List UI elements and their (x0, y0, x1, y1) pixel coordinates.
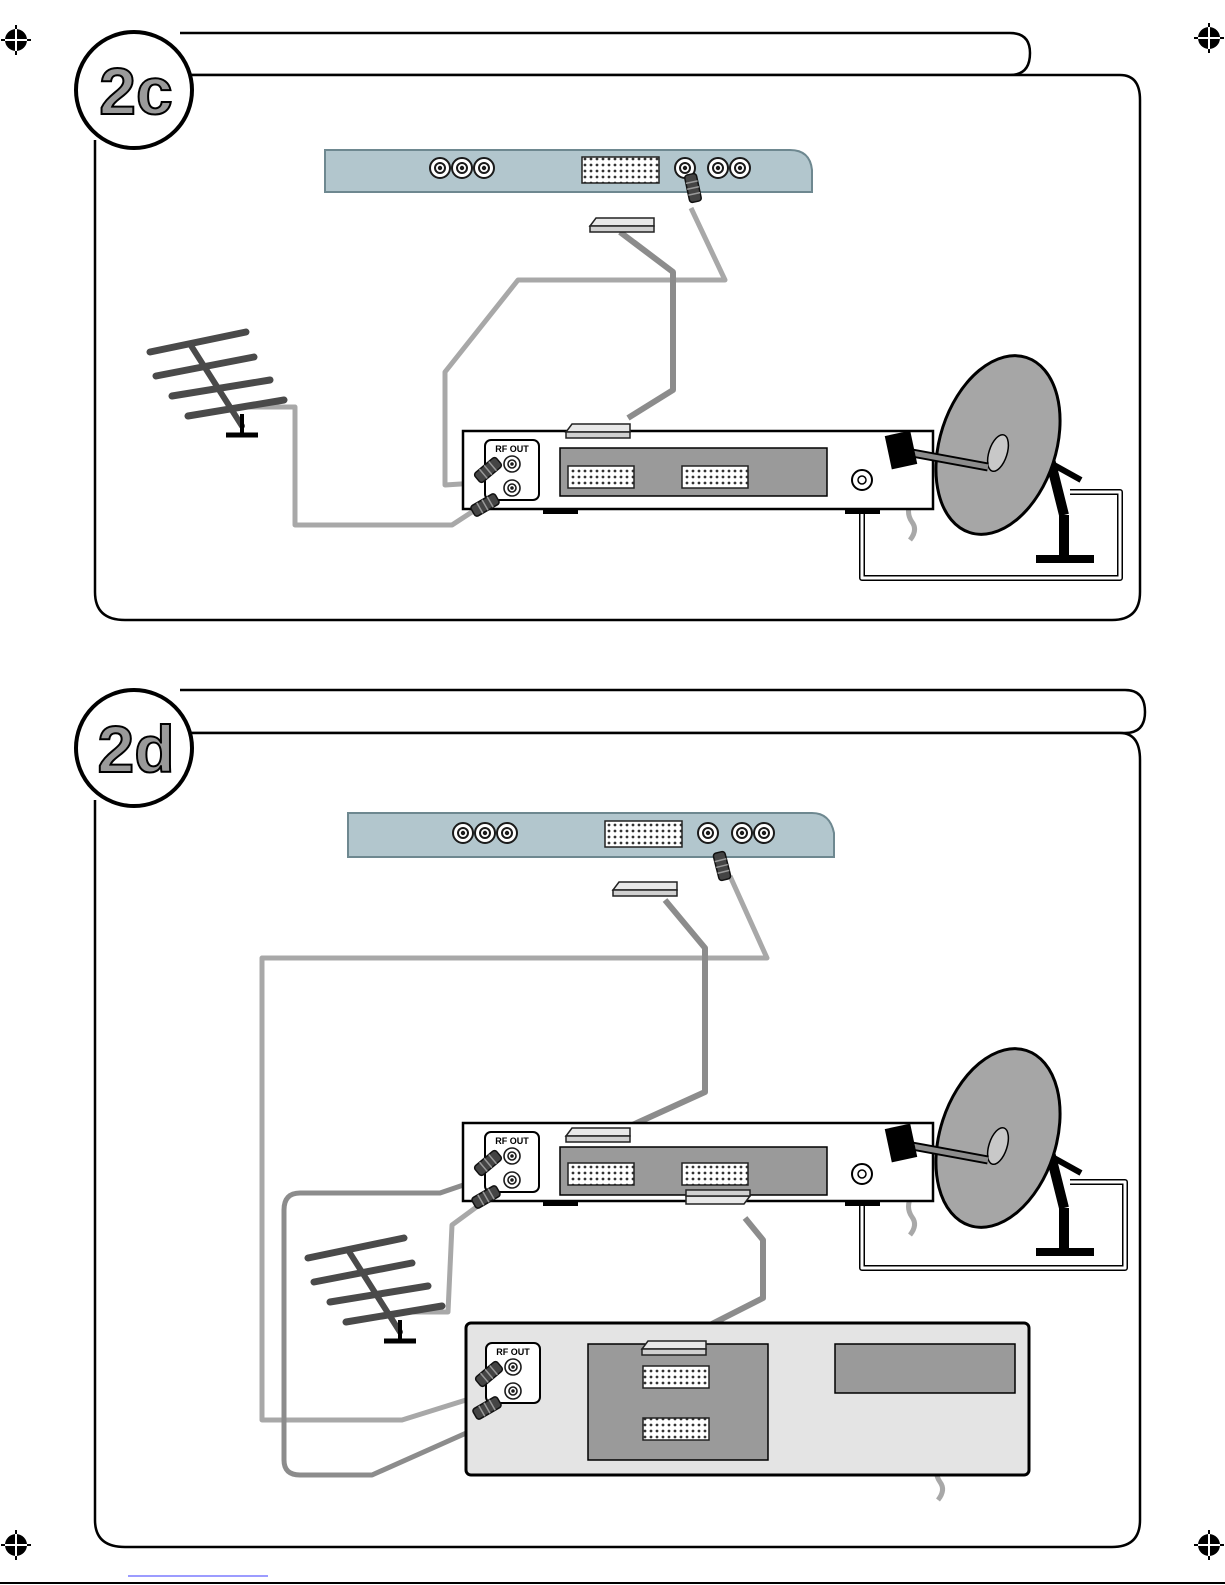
scart-plug-receiver-side (566, 424, 630, 438)
scart-plug-receiver-vcr (686, 1190, 750, 1204)
registration-mark-bottom-left (1, 1530, 31, 1560)
panel-2c: 2c (76, 32, 1140, 620)
tv-scart-socket (582, 157, 659, 183)
panel-2d: 2d (76, 690, 1145, 1547)
scart-plug-tv-side (590, 218, 654, 232)
registration-mark-bottom-right (1194, 1530, 1224, 1560)
receiver-rf-out-label-2d: RF OUT (495, 1136, 529, 1146)
satellite-receiver: RF OUT (463, 431, 933, 514)
panel-2c-title-bar (180, 33, 1030, 75)
vcr: RF OUT (466, 1323, 1029, 1475)
panel-2c-badge: 2c (76, 32, 192, 148)
vcr-rf-out-label: RF OUT (496, 1347, 530, 1357)
tv-rear-panel (325, 150, 812, 192)
tv-rear-panel-2d (348, 813, 834, 857)
registration-mark-top-left (1, 25, 31, 55)
scart-plug-vcr-side (642, 1341, 706, 1355)
registration-mark-top-right (1194, 23, 1224, 53)
panel-2d-title-bar (180, 690, 1145, 733)
receiver-rf-out-label: RF OUT (495, 444, 529, 454)
svg-text:2c: 2c (99, 54, 172, 128)
panel-2d-badge: 2d (76, 690, 192, 806)
scart-plug-receiver-tv (566, 1128, 630, 1142)
scart-plug-tv-side-2d (613, 882, 677, 896)
svg-text:2d: 2d (97, 712, 174, 786)
